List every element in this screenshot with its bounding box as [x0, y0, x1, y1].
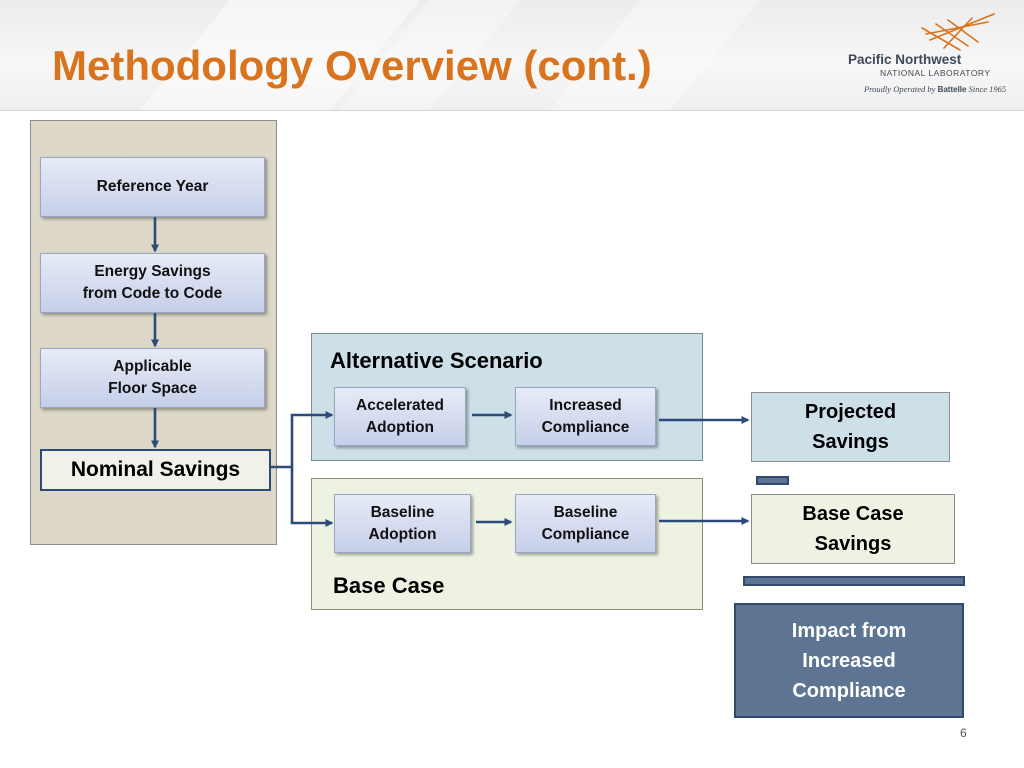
- step-accelerated-adoption: Accelerated Adoption: [334, 387, 466, 446]
- logo-tagline-pre: Proudly Operated by: [864, 84, 938, 94]
- impact-from-increased-compliance-box: Impact from Increased Compliance: [734, 603, 964, 718]
- pnnl-logo: Pacific Northwest NATIONAL LABORATORY Pr…: [848, 12, 1018, 100]
- base-case-label: Base Case: [333, 573, 445, 598]
- nominal-savings-box: Nominal Savings: [40, 449, 271, 491]
- step-energy-savings: Energy Savings from Code to Code: [40, 253, 265, 313]
- logo-tagline-brand: Battelle: [937, 85, 967, 94]
- header-decoration: [140, 0, 760, 110]
- step-baseline-compliance: Baseline Compliance: [515, 494, 656, 553]
- equals-sign-bar: [743, 576, 965, 586]
- base-case-savings-box: Base Case Savings: [751, 494, 955, 564]
- projected-savings-box: Projected Savings: [751, 392, 950, 462]
- minus-sign-bar: [756, 476, 789, 485]
- logo-mark-icon: [921, 13, 995, 51]
- logo-name: Pacific Northwest: [848, 52, 962, 67]
- slide-title: Methodology Overview (cont.): [52, 42, 652, 89]
- logo-tagline-post: Since 1965: [966, 84, 1007, 94]
- logo-tagline: Proudly Operated by Battelle Since 1965: [864, 84, 1006, 94]
- slide-header: Methodology Overview (cont.) Pacific Nor…: [0, 0, 1024, 111]
- logo-subname: NATIONAL LABORATORY: [880, 68, 991, 78]
- step-baseline-adoption: Baseline Adoption: [334, 494, 471, 553]
- step-increased-compliance: Increased Compliance: [515, 387, 656, 446]
- step-applicable-floor-space: Applicable Floor Space: [40, 348, 265, 408]
- page-number: 6: [960, 726, 967, 740]
- alternative-scenario-label: Alternative Scenario: [330, 348, 543, 373]
- step-reference-year: Reference Year: [40, 157, 265, 217]
